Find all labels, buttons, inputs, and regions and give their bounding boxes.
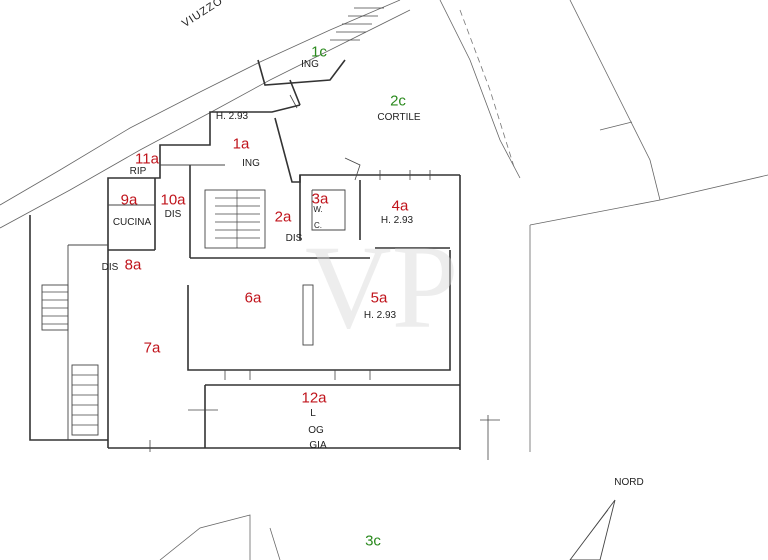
room-8a-id: 8a xyxy=(124,256,142,274)
staircase-main xyxy=(204,189,266,249)
room-2a-id: 2a xyxy=(274,208,292,226)
room-10a-name: DIS xyxy=(164,209,182,220)
room-3a-name-bottom: C. xyxy=(314,221,322,230)
north-label: NORD xyxy=(614,477,644,488)
room-9a-name: CUCINA xyxy=(112,217,152,228)
watermark: VP xyxy=(305,220,459,353)
room-1c-id: 1c xyxy=(311,43,327,61)
room-10a-id: 10a xyxy=(160,191,186,209)
room-9a-id: 9a xyxy=(120,191,138,209)
room-4a-id: 4a xyxy=(391,197,409,215)
room-4a-height: H. 2.93 xyxy=(380,215,414,226)
staircase-left xyxy=(41,284,99,436)
room-2a-name: DIS xyxy=(285,233,303,244)
room-5a-id: 5a xyxy=(370,289,388,307)
room-6a-id: 6a xyxy=(244,289,262,307)
room-11a-name: RIP xyxy=(129,166,147,177)
room-5a-height: H. 2.93 xyxy=(363,310,397,321)
room-1a-height: H. 2.93 xyxy=(215,111,249,122)
openings xyxy=(149,94,500,460)
room-12a-name-l2: OG xyxy=(308,425,324,436)
room-11a-id: 11a xyxy=(135,150,159,168)
room-3c-id: 3c xyxy=(365,532,381,550)
room-3a-id: 3a xyxy=(311,190,329,208)
building-walls xyxy=(29,59,461,450)
room-12a-id: 12a xyxy=(301,389,327,407)
room-12a-name-l1: L xyxy=(310,408,316,419)
room-12a-name-l3: GIA xyxy=(309,440,327,451)
staircase-entrance xyxy=(330,7,384,41)
room-2c-name: CORTILE xyxy=(377,112,421,123)
room-3a-name-top: W. xyxy=(313,205,323,214)
room-1a-id: 1a xyxy=(232,135,250,153)
north-arrow xyxy=(569,499,616,560)
room-2c-id: 2c xyxy=(390,92,406,110)
room-1a-name: ING xyxy=(242,158,260,169)
room-1c-name: ING xyxy=(301,59,319,70)
room-7a-id: 7a xyxy=(143,339,161,357)
room-8a-name: DIS xyxy=(101,262,119,273)
